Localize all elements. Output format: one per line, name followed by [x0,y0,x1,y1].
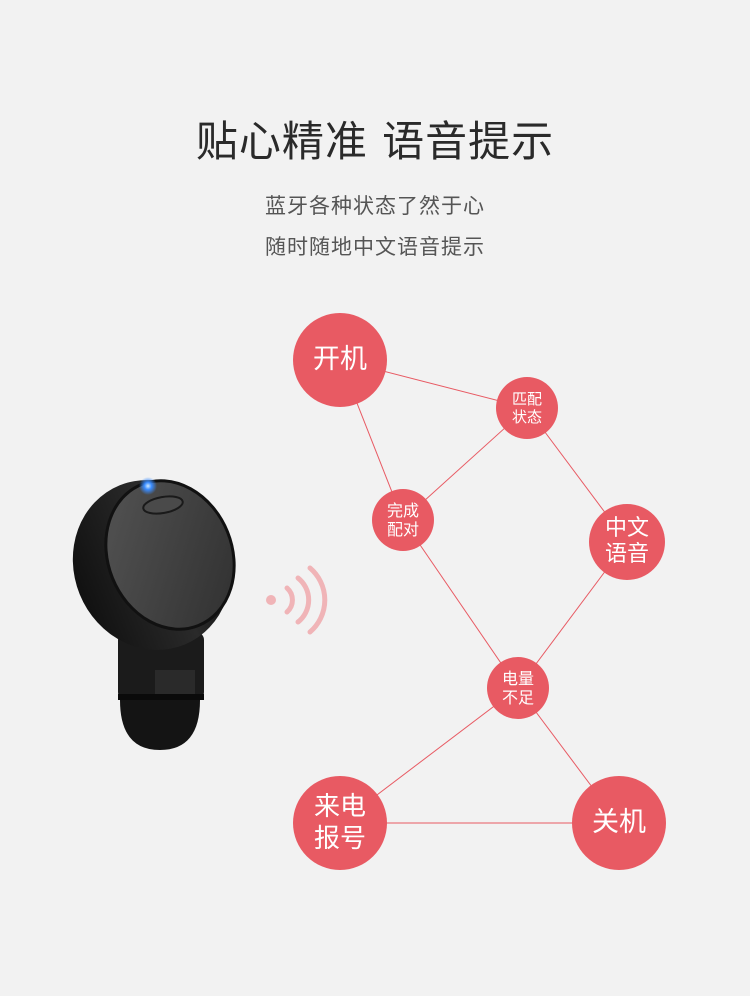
node-label: 报号 [313,824,366,854]
node-label: 来电 [313,791,366,822]
node-caller-id: 来电 报号 [293,776,387,870]
node-label: 状态 [511,408,542,426]
subtitle-line-2: 随时随地中文语音提示 [265,235,485,259]
node-paired: 完成 配对 [372,489,434,551]
node-label: 不足 [501,688,534,707]
node-low-battery: 电量 不足 [487,657,549,719]
node-label: 中文 [604,515,649,541]
node-label: 开机 [313,343,367,375]
node-power-on: 开机 [293,313,387,407]
node-label: 完成 [386,500,419,520]
node-label: 语音 [604,542,649,567]
wireless-signal-icon [266,565,328,635]
connection-line [402,519,519,689]
node-label: 关机 [592,806,646,838]
node-pairing: 匹配 状态 [496,377,558,439]
node-label: 匹配 [511,390,542,408]
node-chinese-voice: 中文 语音 [589,504,665,580]
node-label: 配对 [386,520,419,539]
page-title: 贴心精准 语音提示 [195,117,555,166]
earphone-image [72,477,236,750]
subtitle-line-1: 蓝牙各种状态了然于心 [265,194,485,218]
node-label: 电量 [501,668,534,688]
node-power-off: 关机 [572,776,666,870]
